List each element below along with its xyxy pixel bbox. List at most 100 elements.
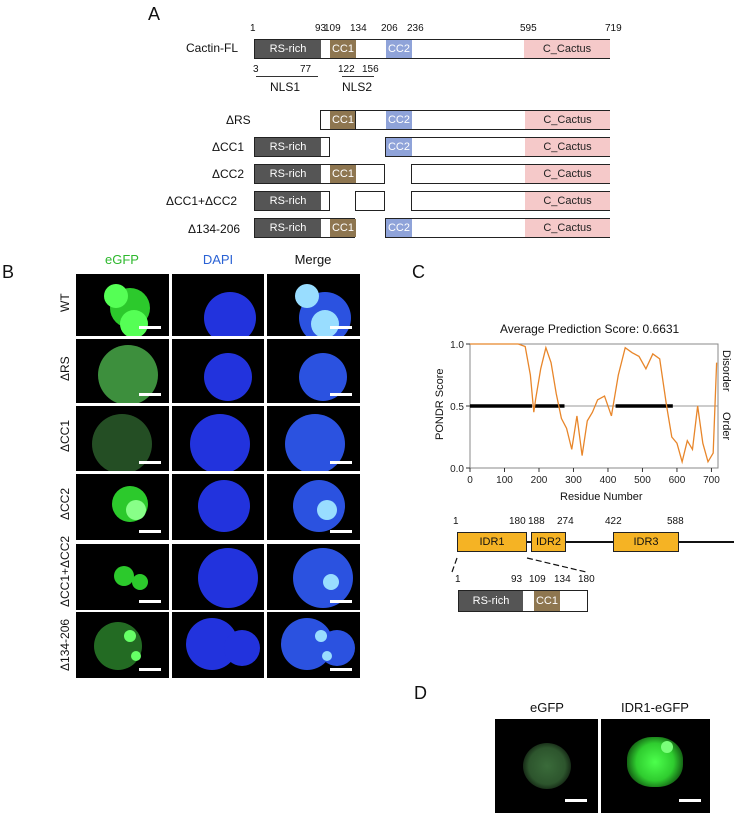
dcc1dcc2-segment3: C_Cactus (411, 191, 610, 211)
c-cactus-domain: C_Cactus (525, 219, 610, 237)
nls1-label: NLS1 (270, 80, 301, 94)
nucleus-signal (94, 622, 142, 670)
zoom-position: 1 (455, 574, 461, 585)
cc1-domain: CC1 (534, 591, 560, 611)
x-tick-label: 400 (600, 475, 617, 486)
idr-position: 180 (509, 516, 526, 527)
zoom-position: 93 (511, 574, 523, 585)
d134-206-segment1: RS-rich CC1 (254, 218, 356, 238)
scale-bar (565, 799, 587, 802)
rs-rich-domain: RS-rich (255, 40, 321, 58)
merge-image-drs (267, 339, 360, 403)
condensed-nucleus (627, 737, 683, 787)
rs-rich-domain: RS-rich (255, 219, 321, 237)
nucleus-signal (204, 353, 252, 401)
nucleus-signal (224, 630, 260, 666)
rs-rich-domain: RS-rich (255, 138, 321, 156)
nucleus-signal (295, 284, 319, 308)
d134-206-segment2: CC2 C_Cactus (385, 218, 610, 238)
merge-image-dcc2 (267, 474, 360, 540)
drs-segment2: CC2 C_Cactus (355, 110, 610, 130)
idr1-box: IDR1 (457, 532, 527, 552)
nls2-end: 156 (362, 64, 379, 75)
nucleus-signal (190, 414, 250, 471)
cc1-domain: CC1 (330, 219, 356, 237)
c-cactus-domain: C_Cactus (525, 111, 610, 129)
panel-d-letter: D (414, 683, 427, 703)
merge-image-dcc1 (267, 406, 360, 471)
merge-image-wt (267, 274, 360, 336)
nucleus-signal (198, 548, 258, 608)
x-tick-label: 100 (496, 475, 513, 486)
dapi-image-dcc2 (172, 474, 264, 540)
order-label: Order (720, 412, 732, 441)
egfp-image-dcc1dcc2 (76, 544, 169, 610)
chart-ylabel: PONDR Score (434, 368, 446, 440)
chart-series (470, 343, 718, 465)
zoom-position: 180 (578, 574, 595, 585)
construct-label-drs: ΔRS (226, 113, 251, 127)
nucleus-signal (198, 480, 250, 532)
d-image-idr1-egfp (601, 719, 710, 813)
dapi-image-dcc1 (172, 406, 264, 471)
cc2-domain: CC2 (386, 111, 412, 129)
nucleus-signal (317, 500, 337, 520)
position-tick: 1 (250, 23, 256, 34)
cc1-domain: CC1 (330, 40, 356, 58)
y-tick-label: 0.5 (450, 402, 464, 413)
scale-bar (330, 530, 352, 533)
position-tick: 236 (407, 23, 424, 34)
header-egfp: eGFP (105, 252, 139, 267)
x-tick-label: 200 (531, 475, 548, 486)
idr-position: 188 (528, 516, 545, 527)
chart-subtitle: Average Prediction Score: 0.6631 (500, 322, 680, 336)
idr-position: 422 (605, 516, 622, 527)
pondr-line (470, 343, 718, 465)
disorder-label: Disorder (720, 350, 732, 392)
row-label-drs: ΔRS (58, 356, 72, 381)
d-image-egfp (495, 719, 598, 813)
scale-bar (330, 393, 352, 396)
merge-image-d134 (267, 612, 360, 678)
row-label-dcc1dcc2: ΔCC1+ΔCC2 (58, 535, 72, 607)
nucleus-signal (315, 630, 327, 642)
header-dapi: DAPI (202, 252, 234, 267)
x-tick-label: 0 (467, 475, 473, 486)
idr3-box: IDR3 (613, 532, 679, 552)
dapi-image-wt (172, 274, 264, 336)
row-label-dcc2: ΔCC2 (58, 488, 72, 521)
nls1-end: 77 (300, 64, 312, 75)
nls1-line (256, 76, 318, 77)
panel-a-letter: A (148, 4, 161, 24)
nucleus-signal (104, 284, 128, 308)
cactin-fl-bar: RS-rich CC1 CC2 C_Cactus (254, 39, 610, 59)
scale-bar (330, 668, 352, 671)
diffuse-nucleus (523, 743, 571, 789)
nucleus-signal (204, 292, 256, 336)
protein-backbone (457, 541, 734, 543)
d-header-egfp: eGFP (530, 700, 564, 715)
c-cactus-domain: C_Cactus (525, 165, 610, 183)
nucleus-signal (126, 500, 146, 520)
dcc2-segment1: RS-rich CC1 (254, 164, 385, 184)
idr2-box: IDR2 (531, 532, 566, 552)
zoom-position: 109 (529, 574, 546, 585)
c-cactus-domain: C_Cactus (524, 40, 610, 58)
zoom-position: 134 (554, 574, 571, 585)
header-merge: Merge (294, 252, 332, 267)
nls2-label: NLS2 (342, 80, 373, 94)
scale-bar (139, 326, 161, 329)
dcc1dcc2-segment1: RS-rich (254, 191, 330, 211)
panel-b-letter: B (2, 262, 15, 282)
row-label-wt: WT (58, 292, 72, 312)
nls2-start: 122 (338, 64, 355, 75)
row-label-dcc1: ΔCC1 (58, 419, 72, 452)
dapi-image-dcc1dcc2 (172, 544, 264, 610)
nucleus-signal (114, 566, 134, 586)
x-tick-label: 700 (703, 475, 720, 486)
position-tick: 719 (605, 23, 622, 34)
scale-bar (139, 530, 161, 533)
position-tick: 93 (315, 23, 327, 34)
y-tick-label: 0.0 (450, 464, 464, 475)
